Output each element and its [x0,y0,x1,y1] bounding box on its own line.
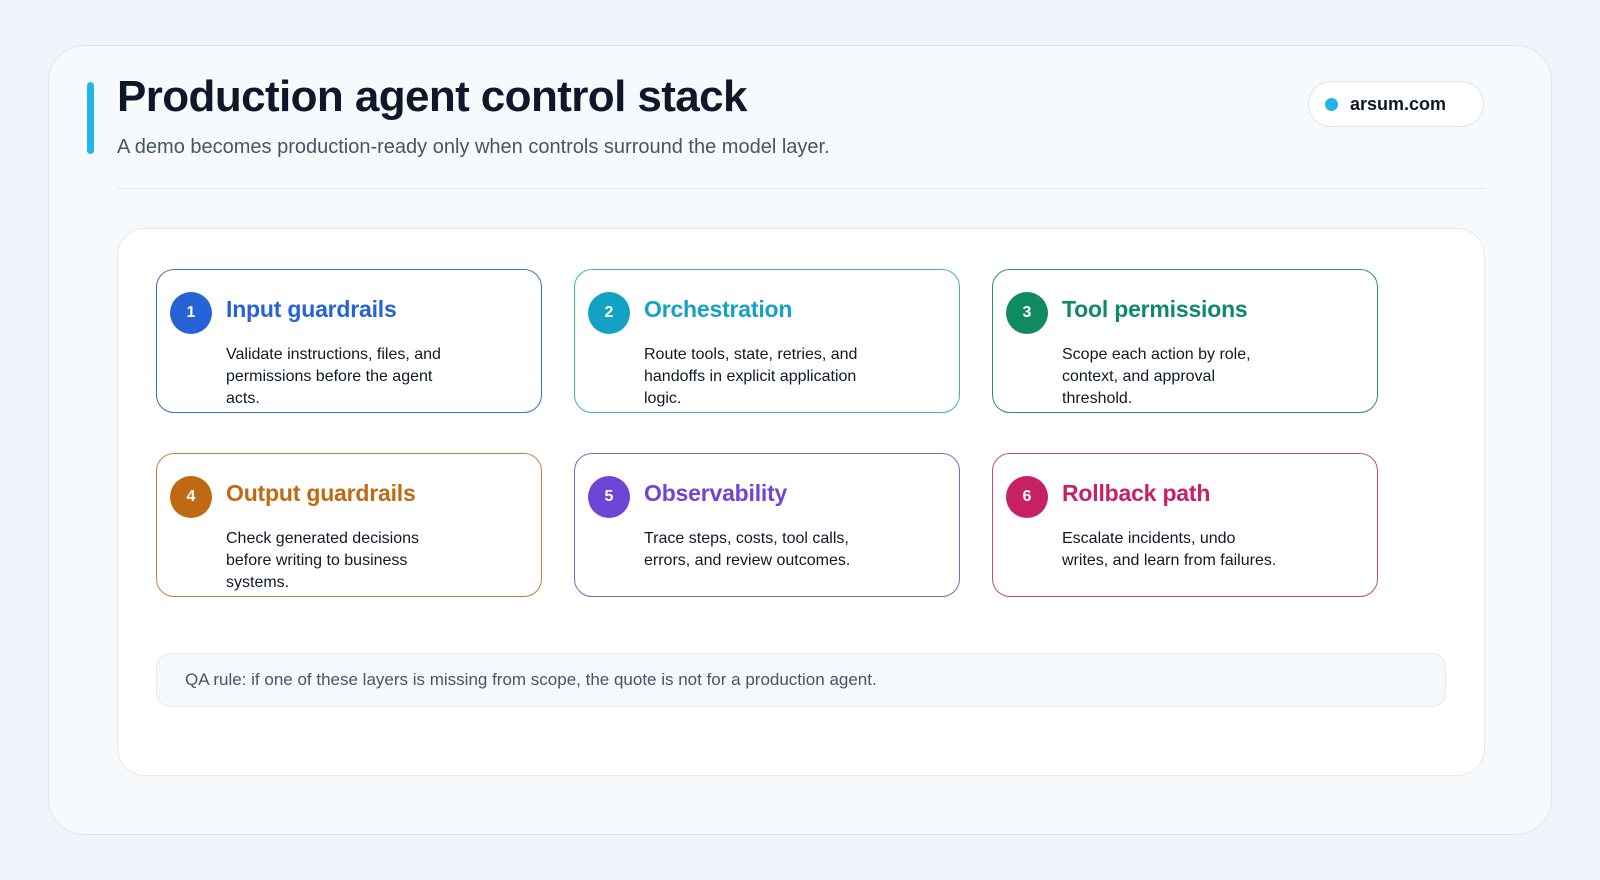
layer-description: Scope each action by role, context, and … [1062,346,1251,407]
layer-title: Output guardrails [226,480,416,506]
step-number-badge: 5 [588,476,630,518]
layer-description: Trace steps, costs, tool calls, errors, … [644,530,851,569]
source-label: arsum.com [1350,93,1447,114]
layer-description: Escalate incidents, undo writes, and lea… [1062,530,1277,569]
layer-card-output-guardrails: 4 Output guardrails Check generated deci… [156,453,542,597]
main-card: Production agent control stack A demo be… [48,45,1552,835]
layer-title: Rollback path [1062,480,1211,506]
step-number-badge: 1 [170,292,212,334]
layer-card-tool-permissions: 3 Tool permissions Scope each action by … [992,269,1378,413]
layer-card-observability: 5 Observability Trace steps, costs, tool… [574,453,960,597]
layer-description: Check generated decisions before writing… [226,530,420,591]
title-accent-bar [87,82,94,154]
source-badge[interactable]: arsum.com [1308,81,1484,127]
step-number-badge: 6 [1006,476,1048,518]
layer-card-rollback-path: 6 Rollback path Escalate incidents, undo… [992,453,1378,597]
layer-card-orchestration: 2 Orchestration Route tools, state, retr… [574,269,960,413]
qa-rule-note: QA rule: if one of these layers is missi… [156,653,1446,707]
header-divider [117,188,1485,189]
layer-title: Input guardrails [226,296,397,322]
layer-title: Tool permissions [1062,296,1248,322]
layer-title: Orchestration [644,296,793,322]
layer-description: Validate instructions, files, and permis… [226,346,441,407]
page-subtitle: A demo becomes production-ready only whe… [117,136,830,158]
control-stack-panel: 1 Input guardrails Validate instructions… [117,228,1485,776]
layer-title: Observability [644,480,788,506]
layer-card-input-guardrails: 1 Input guardrails Validate instructions… [156,269,542,413]
dot-icon [1325,97,1338,111]
step-number-badge: 3 [1006,292,1048,334]
page-title: Production agent control stack [117,72,747,121]
step-number-badge: 2 [588,292,630,334]
step-number-badge: 4 [170,476,212,518]
layer-description: Route tools, state, retries, and handoff… [644,346,858,407]
